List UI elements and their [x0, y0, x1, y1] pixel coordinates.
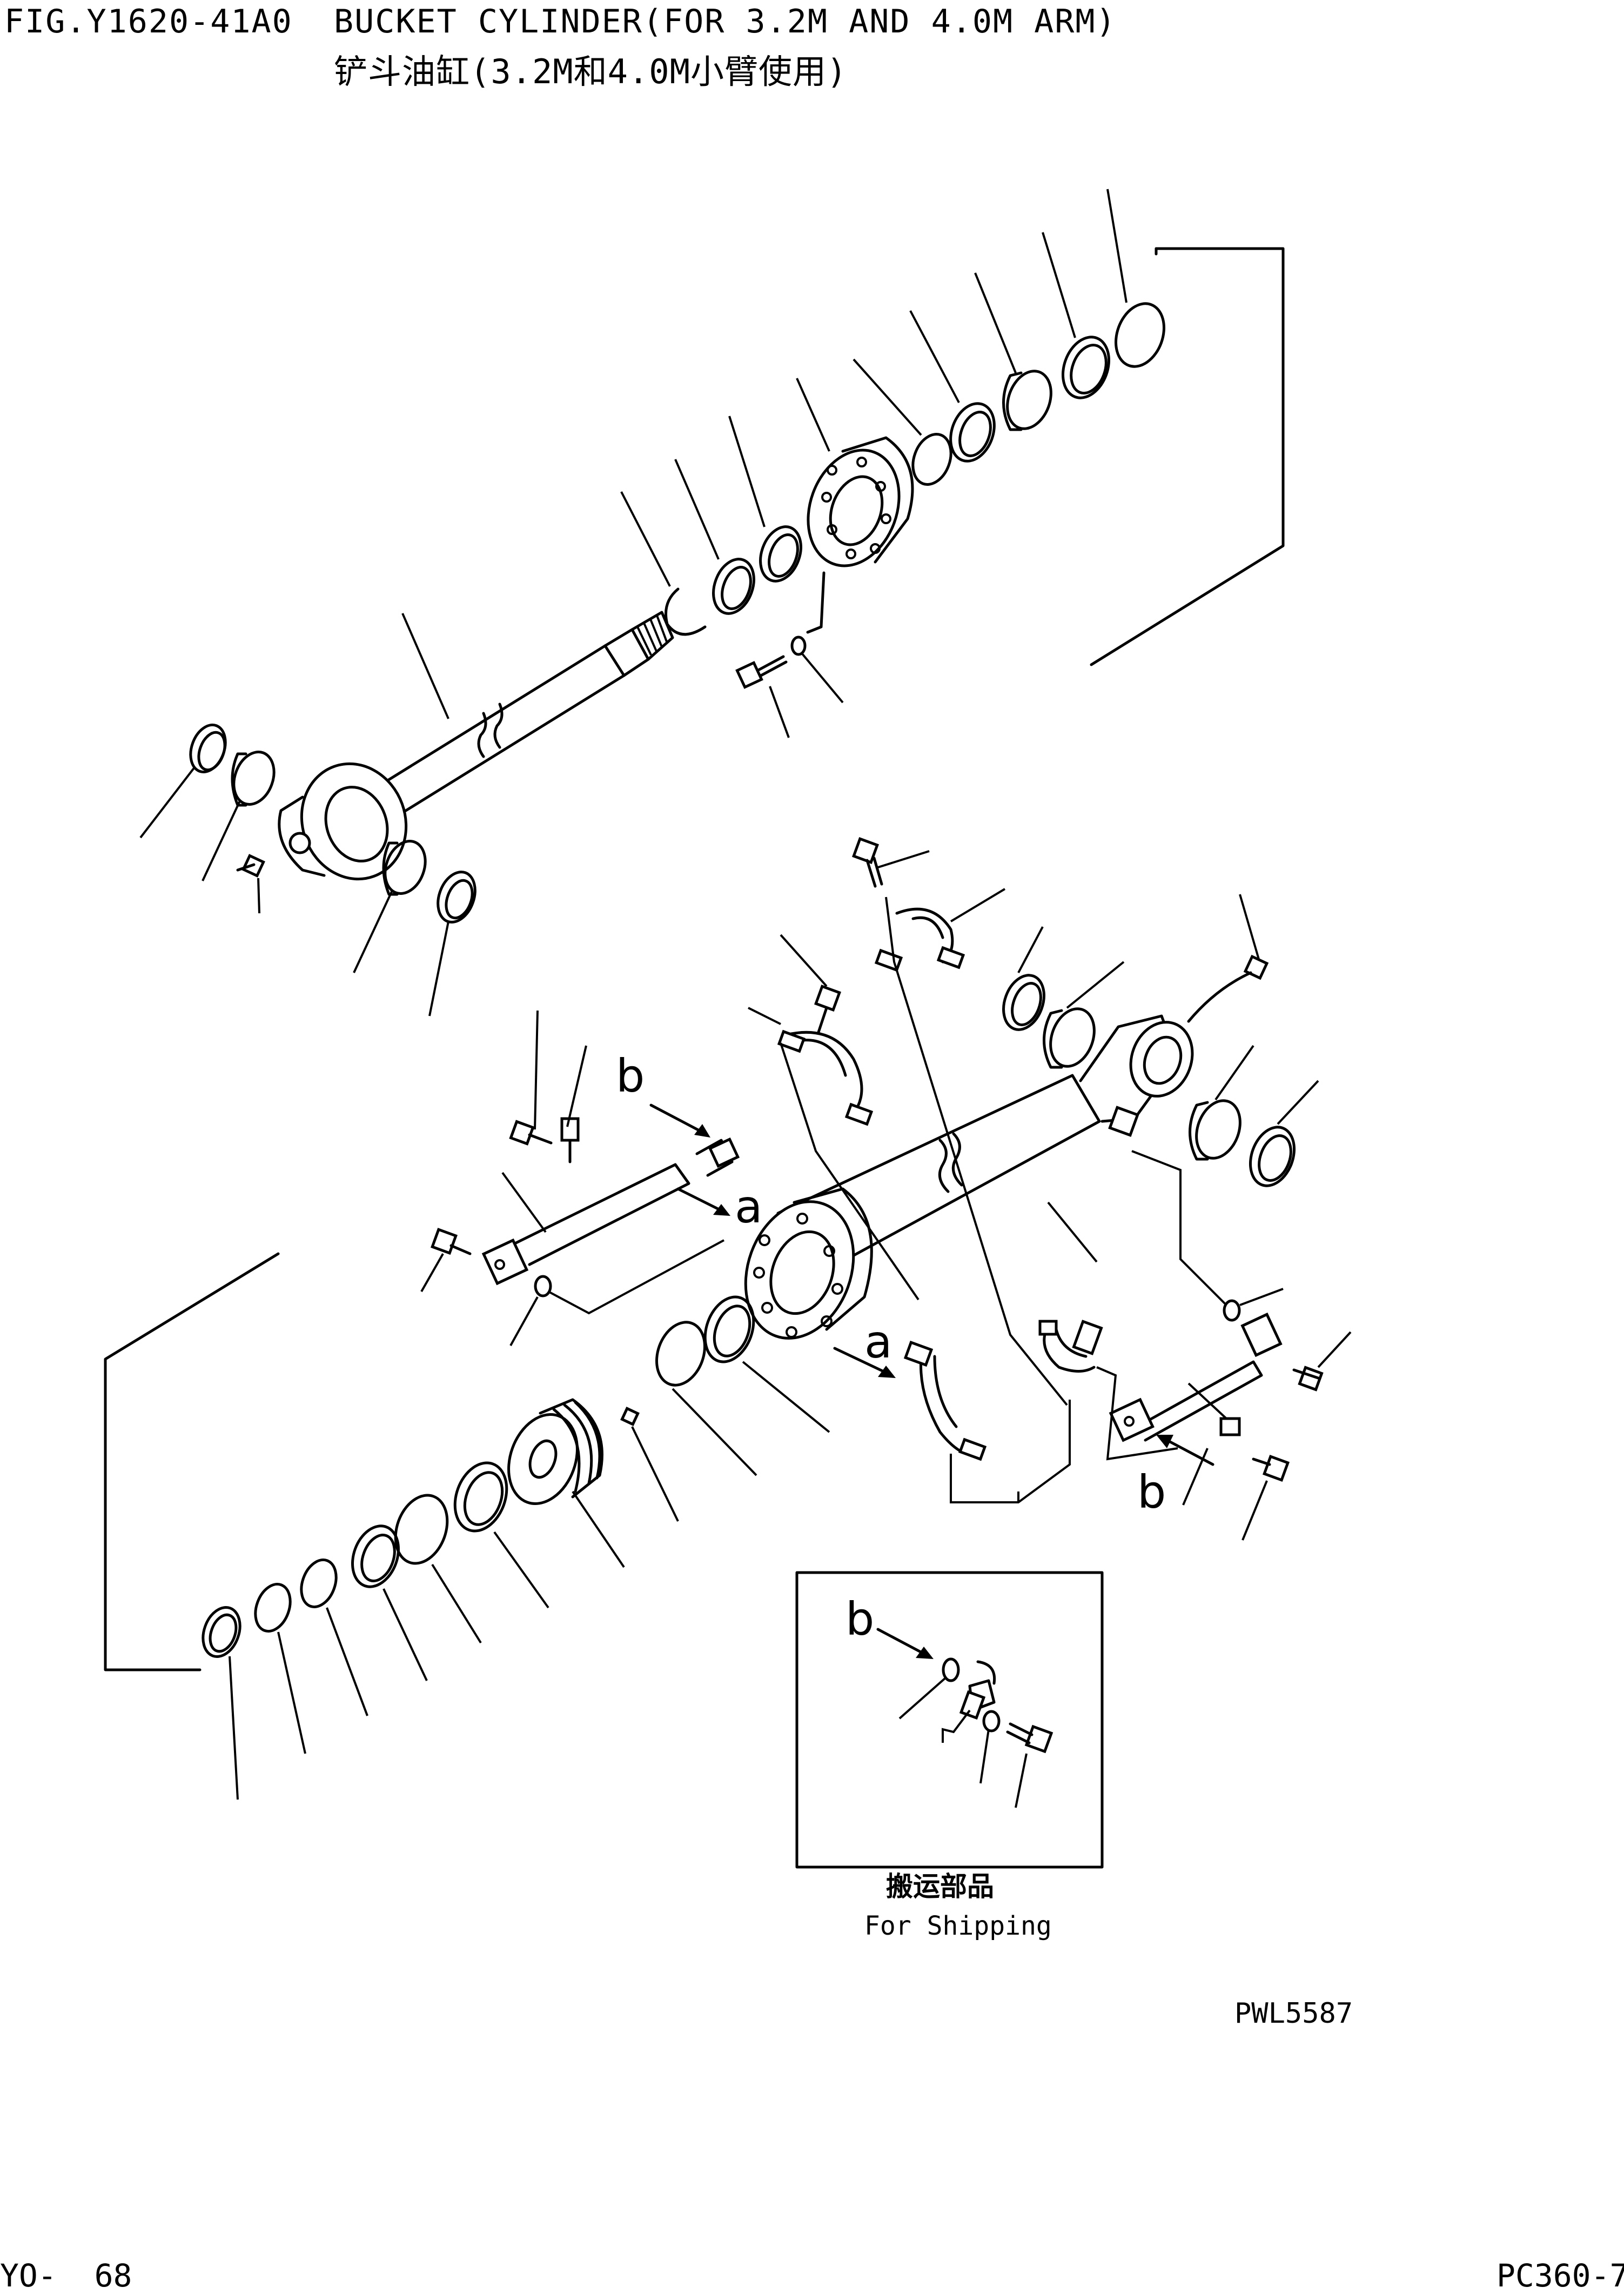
tube-flange — [744, 1187, 873, 1340]
piston-rod-assembly — [139, 189, 1285, 1016]
o-ring-small — [534, 1275, 552, 1298]
o-ring-small — [942, 1657, 960, 1682]
inset-bolt — [1006, 1722, 1053, 1754]
o-ring — [655, 1321, 706, 1387]
piston — [507, 1398, 603, 1505]
arrow-a-clamp — [878, 1366, 896, 1378]
cylinder-head — [807, 436, 914, 567]
back-up-ring — [1115, 302, 1165, 368]
hose-flange-bolt — [431, 1228, 472, 1255]
grease-fitting-top — [236, 854, 265, 878]
arrow-b-top — [694, 1124, 710, 1138]
group-bracket-bottom — [104, 1252, 280, 1671]
hydraulic-hose — [1109, 1312, 1283, 1442]
hose-clamp — [903, 1340, 987, 1461]
hose-clamp — [1038, 1320, 1103, 1373]
wear-ring — [394, 1494, 449, 1565]
bushing — [382, 840, 427, 896]
hose-bolt — [509, 1120, 553, 1146]
back-up-ring — [254, 1582, 292, 1633]
top-bolt — [852, 837, 883, 888]
hose-flange-bolt — [1292, 1366, 1324, 1392]
bushing — [1043, 1007, 1096, 1069]
o-ring-small — [1223, 1299, 1241, 1322]
o-ring — [300, 1558, 338, 1609]
callout-b: b — [616, 1049, 645, 1102]
cylinder-bottom-clevis — [1079, 1014, 1194, 1137]
arrow-a-hose — [713, 1204, 730, 1216]
hose-clamp — [777, 1029, 874, 1126]
o-ring — [911, 433, 952, 486]
piston-rod — [278, 611, 674, 881]
callout-a: a — [735, 1180, 762, 1233]
hydraulic-hose — [481, 1137, 740, 1286]
back-up-ring — [712, 558, 755, 615]
leader-line — [401, 613, 449, 719]
washer — [982, 1710, 1001, 1733]
shipping-label-chinese: 搬运部品 — [886, 1871, 994, 1902]
slipper-seal — [351, 1524, 400, 1588]
group-bracket-top — [1090, 247, 1285, 666]
snap-ring — [976, 1660, 996, 1685]
callout-b: b — [1137, 1466, 1166, 1519]
bushing — [1189, 1099, 1242, 1161]
piston-ring — [453, 1461, 508, 1533]
callout-a: a — [864, 1315, 892, 1368]
bushing — [1002, 370, 1052, 431]
title-chinese: 铲斗油缸(3.2M和4.0M小臂使用) — [334, 52, 848, 91]
figure-id: FIG.Y1620-41A0 — [4, 3, 293, 41]
page-number: YO- 68 — [0, 2257, 132, 2294]
machine-model: PC360-7 — [1497, 2257, 1624, 2294]
callouts: b a a b — [616, 1049, 1214, 1519]
dust-seal — [1002, 974, 1045, 1031]
title-english: BUCKET CYLINDER(FOR 3.2M AND 4.0M ARM) — [334, 3, 1117, 41]
hose-bolt — [1252, 1455, 1290, 1482]
grease-fitting-bottom — [1187, 954, 1269, 1023]
dust-seal — [1249, 1126, 1296, 1187]
back-up-ring — [949, 402, 996, 463]
o-ring — [1061, 336, 1111, 399]
arrow-b-inset — [916, 1647, 934, 1659]
callout-b: b — [845, 1593, 874, 1646]
inset-frame — [795, 1571, 1104, 1869]
drawing-code: PWL5587 — [1234, 1997, 1353, 2030]
cylinder-tube-assembly — [104, 837, 1352, 1800]
set-screw — [620, 1407, 640, 1426]
bushing — [231, 751, 276, 807]
hose-clip — [1219, 1417, 1241, 1436]
hose-clip — [560, 1117, 580, 1163]
clamp-bolt — [814, 985, 841, 1034]
arrow-b-right — [1156, 1435, 1173, 1448]
shipping-inset: b — [795, 1571, 1104, 1869]
head-bolt — [735, 655, 788, 689]
back-up-ring — [202, 1606, 241, 1658]
snap-ring — [665, 587, 707, 636]
lock-washer — [790, 636, 807, 656]
back-up-ring — [703, 1295, 755, 1363]
rod-packing — [759, 525, 802, 583]
shipping-label-english: For Shipping — [864, 1911, 1052, 1941]
clip-plate — [959, 1679, 996, 1720]
